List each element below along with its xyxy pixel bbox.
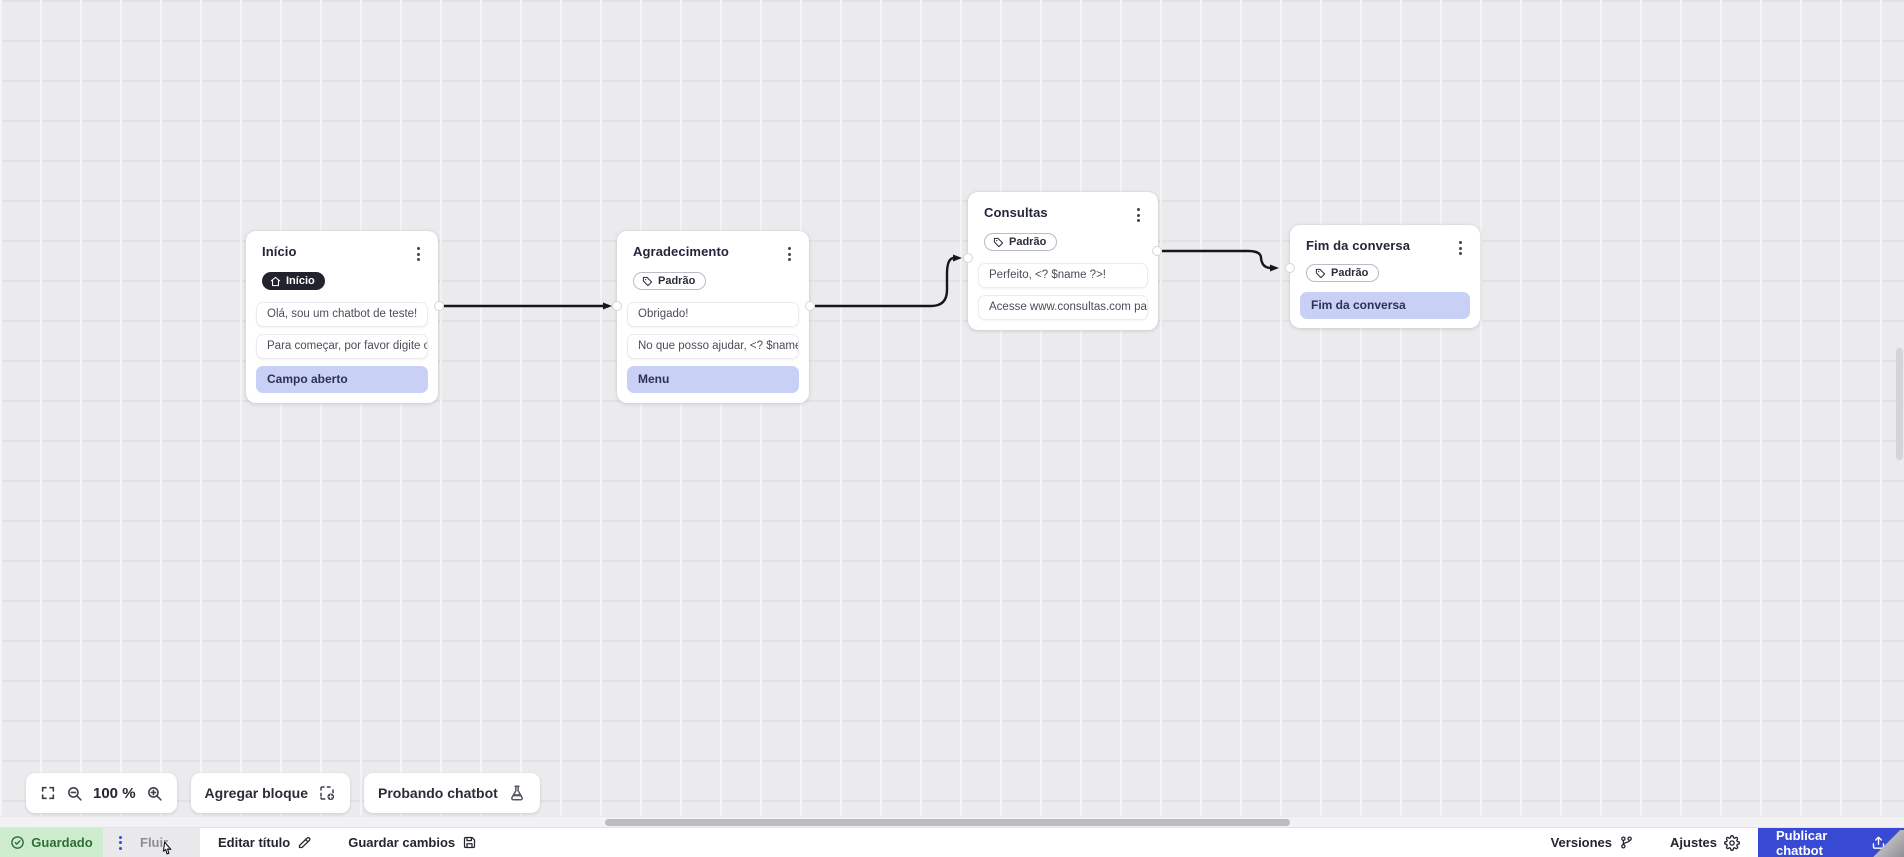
node-type-badge: Padrão — [1306, 264, 1380, 282]
badge-label: Padrão — [1331, 267, 1369, 279]
save-changes-label: Guardar cambios — [348, 835, 456, 850]
end-conversation-row[interactable]: Fim da conversa — [1300, 291, 1470, 319]
edit-title-label: Editar título — [218, 835, 291, 850]
kebab-menu-icon[interactable] — [784, 244, 795, 264]
connection-port[interactable] — [963, 253, 973, 263]
test-chatbot-button[interactable]: Probando chatbot — [364, 773, 540, 813]
zoom-out-icon[interactable] — [66, 785, 83, 802]
kebab-menu-icon[interactable] — [413, 244, 424, 264]
window-resize-grip — [1870, 830, 1904, 857]
add-block-icon — [318, 784, 336, 802]
node-title: Fim da conversa — [1306, 238, 1411, 253]
open-field-row[interactable]: Campo aberto — [256, 365, 428, 393]
check-circle-icon — [10, 835, 25, 850]
message-row[interactable]: Acesse www.consultas.com par... — [978, 294, 1148, 320]
node-title: Início — [262, 244, 297, 259]
settings-label: Ajustes — [1670, 835, 1717, 850]
pencil-icon — [297, 835, 312, 850]
badge-label: Padrão — [658, 275, 696, 287]
menu-row[interactable]: Menu — [627, 365, 799, 393]
message-row[interactable]: Obrigado! — [627, 301, 799, 327]
mouse-cursor-icon — [158, 841, 175, 857]
versions-label: Versiones — [1550, 835, 1613, 850]
horizontal-scrollbar-thumb[interactable] — [605, 819, 1290, 826]
flow-node-consultas[interactable]: Consultas Padrão Perfeito, <? $name ?>! … — [968, 192, 1158, 330]
connection-port[interactable] — [434, 301, 444, 311]
flow-node-agradecimento[interactable]: Agradecimento Padrão Obrigado! No que po… — [617, 231, 809, 403]
tab-flow[interactable]: Fluir — [103, 828, 200, 857]
fit-screen-icon[interactable] — [40, 785, 56, 801]
kebab-menu-icon[interactable] — [1133, 205, 1144, 225]
connection-port[interactable] — [1285, 263, 1295, 273]
branch-icon — [1619, 835, 1634, 850]
settings-button[interactable]: Ajustes — [1652, 828, 1758, 857]
home-icon — [270, 276, 281, 286]
flow-kebab-menu-icon[interactable] — [115, 833, 126, 853]
node-type-badge: Início — [262, 272, 325, 290]
tag-icon — [993, 237, 1004, 247]
flow-node-fim-da-conversa[interactable]: Fim da conversa Padrão Fim da conversa — [1290, 225, 1480, 328]
kebab-menu-icon[interactable] — [1455, 238, 1466, 258]
zoom-in-icon[interactable] — [146, 785, 163, 802]
gear-icon — [1724, 834, 1740, 851]
node-type-badge: Padrão — [984, 233, 1058, 251]
add-block-label: Agregar bloque — [204, 785, 309, 801]
node-title: Agradecimento — [633, 244, 729, 259]
flow-tab-label: Fluir — [140, 835, 169, 850]
publish-label: Publicar chatbot — [1776, 827, 1828, 857]
horizontal-scrollbar-track[interactable] — [0, 816, 1904, 827]
zoom-controls: 100 % — [26, 773, 177, 813]
vertical-scrollbar-thumb[interactable] — [1896, 348, 1903, 460]
versions-button[interactable]: Versiones — [1533, 828, 1652, 857]
message-row[interactable]: Olá, sou um chatbot de teste! — [256, 301, 428, 327]
message-row[interactable]: No que posso ajudar, <? $name ... — [627, 333, 799, 359]
add-block-button[interactable]: Agregar bloque — [190, 773, 351, 813]
tag-icon — [642, 276, 653, 286]
node-type-badge: Padrão — [633, 272, 707, 290]
test-chatbot-label: Probando chatbot — [378, 785, 498, 801]
connection-port[interactable] — [1152, 246, 1162, 256]
save-changes-button[interactable]: Guardar cambios — [330, 828, 495, 857]
connection-port[interactable] — [612, 301, 622, 311]
canvas-toolbar: 100 % Agregar bloque Probando chatbot — [26, 773, 540, 813]
badge-label: Início — [286, 275, 315, 287]
status-bar: Guardado Fluir Editar título Guardar cam… — [0, 827, 1904, 857]
zoom-level: 100 % — [93, 784, 136, 802]
flask-icon — [508, 784, 526, 802]
message-row[interactable]: Perfeito, <? $name ?>! — [978, 262, 1148, 288]
edit-title-button[interactable]: Editar título — [200, 828, 330, 857]
connector-agradecimento-consultas[interactable] — [815, 254, 962, 308]
connection-port[interactable] — [805, 301, 815, 311]
node-title: Consultas — [984, 205, 1048, 220]
flow-node-inicio[interactable]: Início Início Olá, sou um chatbot de tes… — [246, 231, 438, 403]
message-row[interactable]: Para começar, por favor digite o ... — [256, 333, 428, 359]
statusbar-spacer — [495, 828, 1532, 857]
tag-icon — [1315, 268, 1326, 278]
badge-label: Padrão — [1009, 236, 1047, 248]
save-icon — [462, 835, 477, 850]
saved-status-badge: Guardado — [0, 828, 103, 857]
saved-label: Guardado — [31, 835, 93, 850]
connector-consultas-fim[interactable] — [1162, 249, 1279, 272]
